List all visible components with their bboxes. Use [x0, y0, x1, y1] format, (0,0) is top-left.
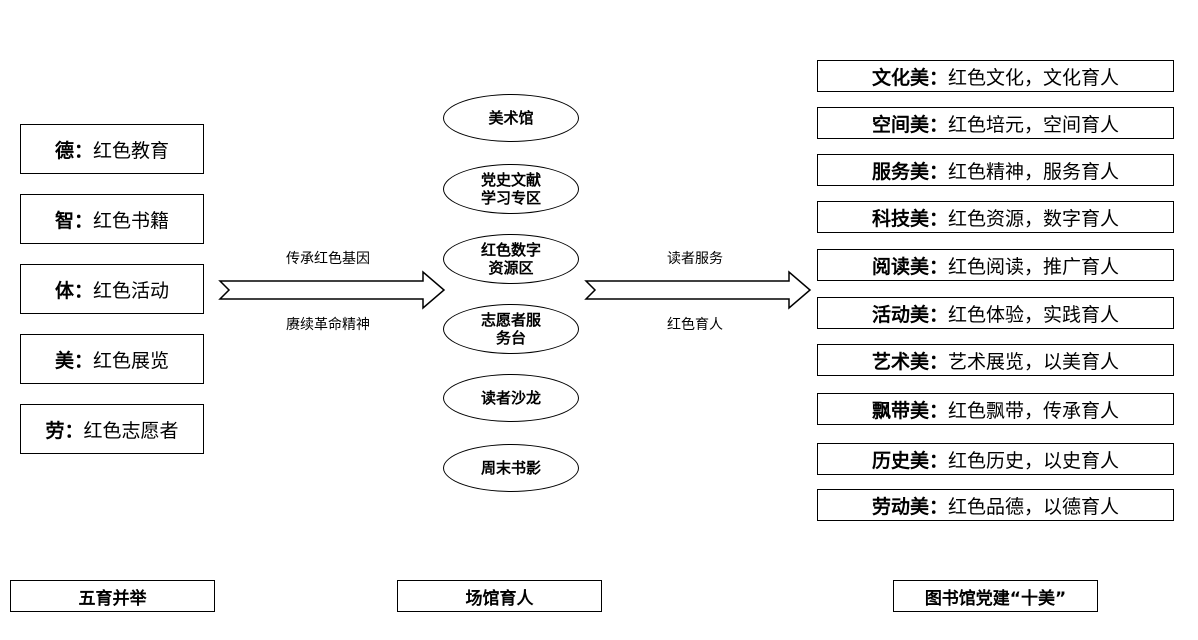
oval-party-history: 党史文献学习专区	[443, 164, 579, 214]
oval-line: 志愿者服	[480, 311, 541, 329]
left-box-zhi: 智：红色书籍	[20, 194, 204, 244]
right-box-technology: 科技美：红色资源，数字育人	[817, 201, 1174, 233]
left-box-ti: 体：红色活动	[20, 264, 204, 314]
right-box-history: 历史美：红色历史，以史育人	[817, 443, 1174, 475]
footer-library-ten-beauties: 图书馆党建“十美”	[893, 580, 1098, 612]
left-box-sep: ：	[73, 279, 93, 302]
right-box-sep: ：	[928, 449, 948, 472]
left-box-key: 劳	[45, 419, 65, 442]
left-box-value: 红色书籍	[93, 209, 170, 232]
oval-line: 美术馆	[488, 109, 534, 127]
right-box-key: 阅读美	[871, 255, 929, 278]
right-box-art: 艺术美：艺术展览，以美育人	[817, 344, 1174, 376]
oval-line: 读者沙龙	[480, 389, 541, 407]
right-box-sep: ：	[928, 495, 948, 518]
left-box-mei: 美：红色展览	[20, 334, 204, 384]
oval-art-gallery: 美术馆	[443, 94, 579, 142]
right-box-sep: ：	[928, 113, 948, 136]
right-box-value: 红色阅读，推广育人	[948, 255, 1120, 278]
right-box-key: 活动美	[871, 303, 929, 326]
right-box-value: 红色品德，以德育人	[948, 495, 1120, 518]
arrow2-top-label: 读者服务	[667, 251, 723, 267]
right-box-key: 劳动美	[871, 495, 929, 518]
oval-digital-resources: 红色数字资源区	[443, 234, 579, 284]
footer-five-education: 五育并举	[10, 580, 215, 612]
left-box-value: 红色教育	[93, 139, 170, 162]
right-box-value: 红色体验，实践育人	[948, 303, 1120, 326]
oval-line: 党史文献	[480, 171, 541, 189]
left-box-sep: ：	[64, 419, 84, 442]
right-box-sep: ：	[928, 303, 948, 326]
oval-line: 周末书影	[480, 459, 541, 477]
right-box-ribbon: 飘带美：红色飘带，传承育人	[817, 393, 1174, 425]
right-box-culture: 文化美：红色文化，文化育人	[817, 60, 1174, 92]
left-box-sep: ：	[73, 139, 93, 162]
right-box-reading: 阅读美：红色阅读，推广育人	[817, 249, 1174, 281]
right-box-sep: ：	[928, 160, 948, 183]
oval-weekend-film: 周末书影	[443, 444, 579, 492]
right-box-key: 空间美	[871, 113, 929, 136]
right-arrow-icon	[584, 270, 812, 310]
right-box-value: 红色飘带，传承育人	[948, 399, 1120, 422]
right-box-labor: 劳动美：红色品德，以德育人	[817, 489, 1174, 521]
right-box-key: 艺术美	[871, 350, 929, 373]
right-box-sep: ：	[928, 66, 948, 89]
arrow1-top-label: 传承红色基因	[286, 251, 370, 267]
right-box-service: 服务美：红色精神，服务育人	[817, 154, 1174, 186]
right-arrow-icon	[218, 270, 446, 310]
right-box-value: 红色精神，服务育人	[948, 160, 1120, 183]
arrow2-bottom-label: 红色育人	[667, 317, 723, 333]
oval-line: 资源区	[488, 259, 534, 277]
left-box-key: 智	[54, 209, 74, 232]
oval-line: 务台	[495, 329, 526, 347]
right-box-value: 红色资源，数字育人	[948, 207, 1120, 230]
right-box-key: 服务美	[871, 160, 929, 183]
left-box-sep: ：	[73, 349, 93, 372]
right-box-key: 文化美	[871, 66, 929, 89]
right-box-key: 飘带美	[871, 399, 929, 422]
oval-line: 学习专区	[480, 189, 541, 207]
left-box-key: 美	[54, 349, 74, 372]
footer-venue-education: 场馆育人	[397, 580, 602, 612]
right-box-value: 红色历史，以史育人	[948, 449, 1120, 472]
right-box-activity: 活动美：红色体验，实践育人	[817, 297, 1174, 329]
right-box-sep: ：	[928, 255, 948, 278]
right-box-sep: ：	[928, 207, 948, 230]
oval-reader-salon: 读者沙龙	[443, 374, 579, 422]
left-box-value: 红色活动	[93, 279, 170, 302]
left-box-key: 体	[54, 279, 74, 302]
left-box-de: 德：红色教育	[20, 124, 204, 174]
right-box-space: 空间美：红色培元，空间育人	[817, 107, 1174, 139]
right-box-sep: ：	[928, 399, 948, 422]
right-box-key: 历史美	[871, 449, 929, 472]
oval-volunteer-desk: 志愿者服务台	[443, 304, 579, 354]
left-box-lao: 劳：红色志愿者	[20, 404, 204, 454]
right-box-value: 红色培元，空间育人	[948, 113, 1120, 136]
left-box-value: 红色展览	[93, 349, 170, 372]
left-box-key: 德	[54, 139, 74, 162]
left-box-value: 红色志愿者	[83, 419, 179, 442]
right-box-sep: ：	[928, 350, 948, 373]
right-box-value: 艺术展览，以美育人	[948, 350, 1120, 373]
right-box-value: 红色文化，文化育人	[948, 66, 1120, 89]
left-box-sep: ：	[73, 209, 93, 232]
arrow1-bottom-label: 赓续革命精神	[286, 317, 370, 333]
oval-line: 红色数字	[480, 241, 541, 259]
right-box-key: 科技美	[871, 207, 929, 230]
